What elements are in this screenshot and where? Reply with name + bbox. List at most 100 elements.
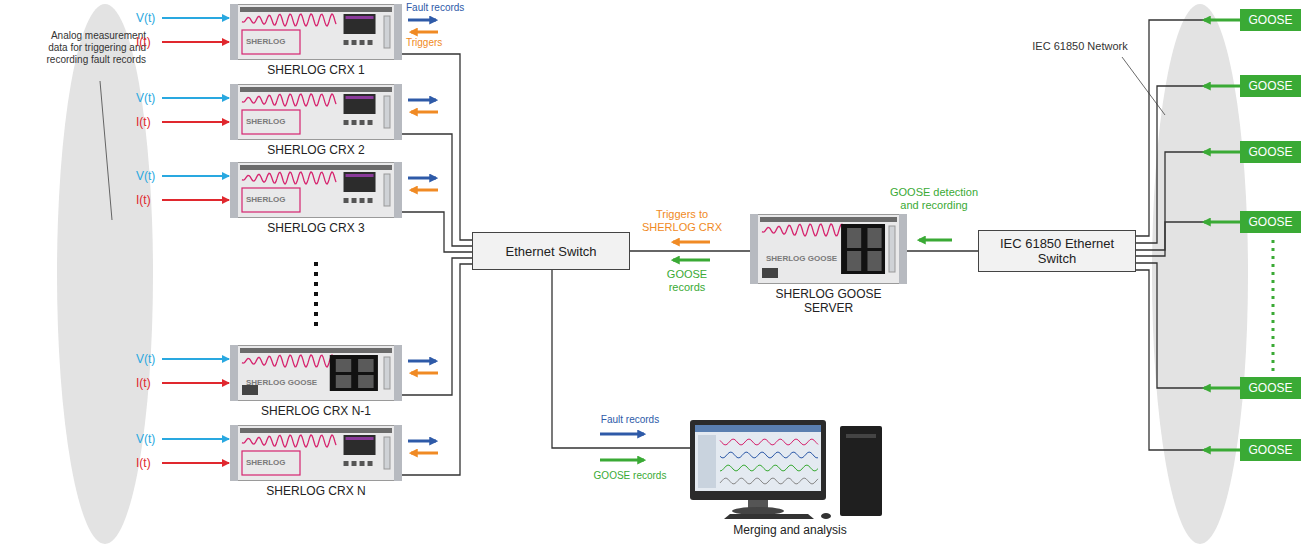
network-cable bbox=[1136, 86, 1240, 243]
device-logo: SHERLOG GOOSE bbox=[246, 378, 326, 388]
signal-name: I(t) bbox=[136, 456, 162, 470]
signal-wires bbox=[162, 199, 229, 201]
continuation-dots bbox=[314, 302, 318, 306]
device-art bbox=[344, 40, 349, 45]
device-art bbox=[231, 426, 402, 481]
signal-name: V(t) bbox=[136, 352, 162, 366]
network-cable bbox=[1136, 222, 1240, 256]
note-text: IEC 61850 Network bbox=[1030, 40, 1130, 53]
device-logo: SHERLOG bbox=[246, 458, 326, 468]
device-art bbox=[358, 359, 373, 372]
trigger-arrow bbox=[411, 372, 438, 375]
device-art bbox=[344, 435, 376, 455]
computer-art bbox=[720, 452, 818, 458]
continuation-dots bbox=[314, 262, 318, 326]
device-art bbox=[867, 251, 881, 271]
network-cable bbox=[907, 250, 978, 251]
network-cable bbox=[402, 258, 472, 395]
trigger-arrow bbox=[411, 452, 438, 455]
device-art bbox=[230, 4, 402, 60]
fault-record-arrow bbox=[408, 19, 436, 22]
analysis-computer: Merging and analysis bbox=[690, 420, 890, 520]
device-caption: SHERLOG CRX 3 bbox=[267, 221, 364, 235]
computer-art bbox=[724, 514, 814, 519]
network-cable bbox=[1136, 270, 1240, 450]
signal-wires bbox=[162, 41, 229, 43]
device-caption: SHERLOG GOOSE SERVER bbox=[774, 287, 884, 315]
computer-art bbox=[720, 478, 818, 484]
device-art bbox=[242, 355, 336, 367]
device-art bbox=[346, 437, 374, 440]
continuation-dots bbox=[314, 312, 318, 316]
flow-label: GOOSE detection and recording bbox=[884, 186, 984, 212]
device-art bbox=[344, 461, 349, 466]
signal-name: I(t) bbox=[136, 376, 162, 390]
device-art bbox=[899, 214, 907, 284]
computer-art bbox=[748, 500, 768, 508]
flow-label: GOOSE records bbox=[580, 470, 680, 482]
device-art bbox=[240, 87, 392, 92]
server-device: SHERLOG GOOSE SERVER bbox=[750, 214, 907, 284]
leader-line bbox=[100, 81, 112, 220]
device-caption: SHERLOG CRX N bbox=[266, 484, 365, 498]
signal-name: V(t) bbox=[136, 91, 162, 105]
device-art bbox=[394, 162, 402, 218]
recorder-device: SHERLOG CRX N bbox=[230, 425, 402, 481]
device-art bbox=[384, 16, 390, 48]
computer-art bbox=[720, 465, 818, 471]
device-art bbox=[394, 84, 402, 140]
device-art bbox=[230, 84, 238, 140]
device-logo: SHERLOG bbox=[246, 117, 326, 127]
device-art bbox=[368, 120, 373, 125]
goose-arrow bbox=[673, 259, 710, 262]
device-art bbox=[394, 345, 402, 401]
goose-arrow bbox=[1204, 85, 1240, 88]
goose-arrow bbox=[1204, 221, 1240, 224]
box-text: Ethernet Switch bbox=[505, 244, 596, 259]
signal-name: V(t) bbox=[136, 169, 162, 183]
device-art bbox=[847, 228, 861, 248]
fault-record-arrow bbox=[600, 433, 644, 436]
device-art bbox=[352, 198, 357, 203]
signal-wires bbox=[162, 121, 229, 123]
trigger-arrow bbox=[411, 189, 438, 192]
device-art bbox=[360, 120, 365, 125]
device-art bbox=[352, 461, 357, 466]
device-art bbox=[242, 435, 336, 447]
network-cable bbox=[402, 134, 472, 246]
device-art bbox=[230, 84, 402, 140]
device-art bbox=[344, 198, 349, 203]
trigger-arrow bbox=[411, 111, 438, 114]
network-region bbox=[1152, 4, 1248, 544]
device-logo: SHERLOG GOOSE bbox=[766, 254, 856, 264]
device-art bbox=[231, 163, 402, 218]
fault-record-arrow bbox=[408, 99, 436, 102]
device-logo: SHERLOG bbox=[246, 37, 326, 47]
device-art bbox=[352, 120, 357, 125]
device-art bbox=[762, 224, 847, 236]
note-text: Analog measurement data for triggering a… bbox=[38, 30, 146, 66]
device-art bbox=[384, 357, 390, 389]
signal-wires bbox=[162, 358, 229, 360]
computer-art bbox=[690, 420, 890, 520]
device-art bbox=[240, 428, 392, 433]
computer-art bbox=[846, 434, 876, 438]
flow-label: Fault records bbox=[580, 414, 680, 426]
device-art bbox=[750, 214, 907, 284]
goose-arrow bbox=[1204, 151, 1240, 154]
signal-name: I(t) bbox=[136, 115, 162, 129]
network-cable bbox=[402, 264, 472, 475]
goose-box: GOOSE bbox=[1240, 211, 1301, 233]
device-art bbox=[750, 214, 758, 284]
network-cable bbox=[402, 212, 472, 252]
device-art bbox=[344, 14, 376, 34]
device-art bbox=[336, 375, 351, 388]
network-cable bbox=[552, 270, 690, 448]
device-caption: SHERLOG CRX 1 bbox=[267, 63, 364, 77]
goose-arrow bbox=[600, 20, 1240, 460]
recorder-device: SHERLOG CRX 2 bbox=[230, 84, 402, 140]
